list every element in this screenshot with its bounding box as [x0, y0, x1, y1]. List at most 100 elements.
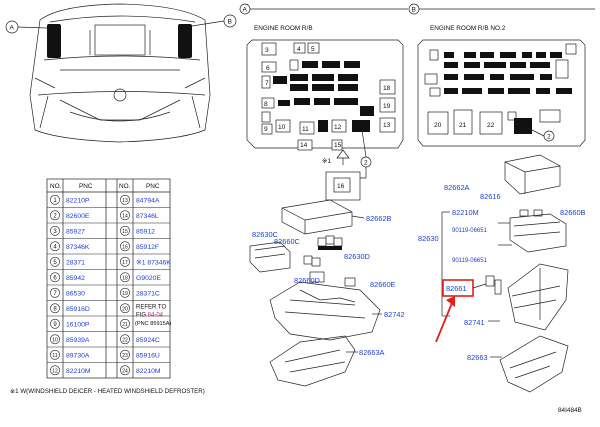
pnc-link[interactable]: 85912 — [136, 228, 155, 235]
highlight-arrowhead — [446, 296, 455, 307]
panel-a: A ENGINE ROOM R/B — [239, 3, 408, 201]
pnc-link[interactable]: 85916D — [66, 306, 90, 313]
part-90119-06651-b: 90119-06651 — [452, 258, 488, 264]
refer-to-label: REFER TO — [136, 305, 166, 311]
pnc-link[interactable]: 85927 — [66, 228, 85, 235]
panel-b: B ENGINE ROOM R/B NO.2 — [408, 3, 595, 147]
row-number-circle — [50, 210, 60, 221]
pnc-link[interactable]: 85916U — [136, 352, 160, 359]
refer-fig-link[interactable]: 84-04 — [148, 313, 164, 319]
pnc-link[interactable]: 85912F — [136, 244, 159, 251]
pnc-link[interactable]: G9020E — [136, 275, 161, 282]
part-82663A: 82663A — [359, 348, 385, 357]
ref-a-18: 18 — [383, 85, 391, 92]
row-number-circle — [50, 334, 60, 345]
row-number-circle — [120, 210, 130, 221]
pnc-link[interactable]: 89730A — [66, 352, 90, 359]
row-number-circle — [50, 241, 60, 252]
svg-text:A: A — [243, 7, 248, 14]
row-number: 20 — [122, 306, 128, 312]
row-number: 2 — [53, 213, 57, 219]
pnc-link[interactable]: 84794A — [136, 197, 160, 204]
pnc-link[interactable]: 86530 — [66, 290, 85, 297]
part-82663: 82663 — [467, 353, 488, 362]
row-number: 24 — [122, 368, 128, 374]
part-82660B: 82660B — [560, 208, 586, 217]
row-number: 16 — [122, 244, 128, 250]
table-header-no-2: NO. — [119, 183, 131, 190]
ref-a-2: 2 — [364, 160, 368, 167]
ref-a-7: 7 — [265, 80, 269, 87]
ref-a-9: 9 — [264, 126, 268, 133]
pnc-link[interactable]: 87346K — [66, 244, 90, 251]
row-number: 6 — [53, 275, 57, 281]
row-number: 22 — [122, 337, 128, 343]
parts-b-illustration — [441, 154, 569, 393]
pnc-link[interactable]: 28371C — [136, 290, 160, 297]
pnc-link[interactable]: 82600E — [66, 213, 90, 220]
part-82742: 82742 — [384, 310, 405, 319]
ref-a-15: 15 — [334, 142, 342, 149]
svg-text:B: B — [228, 19, 233, 26]
ref-a-6: 6 — [266, 65, 270, 72]
pnc-link[interactable]: 82210M — [66, 368, 91, 375]
row-number: 14 — [122, 213, 128, 219]
row-number: 18 — [122, 275, 128, 281]
ref-a-11: 11 — [302, 126, 309, 133]
row-number-circle — [50, 318, 60, 329]
row-number-circle — [50, 349, 60, 360]
callout-b-marker: B — [191, 14, 237, 28]
row-number: 21 — [122, 322, 128, 328]
row-number: 15 — [122, 229, 128, 235]
ref-a-13: 13 — [383, 122, 391, 129]
row-number-circle — [50, 194, 60, 205]
row-number-circle — [120, 303, 130, 314]
part-82616: 82616 — [480, 192, 501, 201]
row-number: 11 — [52, 353, 57, 359]
svg-text:B: B — [412, 7, 417, 14]
part-82661: 82661 — [446, 284, 467, 293]
pnc-link[interactable]: 28371 — [66, 259, 85, 266]
part-82660E: 82660E — [370, 280, 396, 289]
refer-fig: FIG 84-04 — [136, 313, 164, 319]
pnc-link[interactable]: 85939A — [66, 337, 90, 344]
row-number-circle — [50, 272, 60, 283]
pnc-link[interactable]: 85942 — [66, 275, 85, 282]
row-number: 9 — [53, 322, 57, 328]
callout-a-marker: A — [5, 20, 48, 34]
ref-a-16: 16 — [337, 183, 345, 190]
pnc-link[interactable]: 85924C — [136, 337, 160, 344]
ref-b-22: 22 — [487, 122, 495, 129]
row-number: 1 — [53, 198, 57, 204]
pnc-link[interactable]: 82210P — [66, 197, 90, 204]
ref-a-19: 19 — [383, 103, 391, 110]
refer-pnc: (PNC 85915A) — [135, 321, 172, 327]
row-number-circle — [50, 303, 60, 314]
row-number: 10 — [52, 337, 58, 343]
row-number: 19 — [122, 291, 128, 297]
row-number: 8 — [53, 306, 57, 312]
table-header-pnc: PNC — [79, 183, 93, 190]
row-number-circle — [120, 365, 130, 376]
row-number-circle — [120, 194, 130, 205]
row-number: 17 — [122, 260, 128, 266]
ref-a-12: 12 — [334, 124, 342, 131]
pnc-link[interactable]: ※1 87346K — [136, 259, 171, 266]
row-number: 23 — [122, 353, 128, 359]
row-number: 7 — [53, 291, 57, 297]
row-number-circle — [120, 318, 130, 329]
panel-a-title: ENGINE ROOM R/B — [254, 25, 313, 32]
part-82630: 82630 — [418, 234, 439, 243]
row-number-circle — [120, 287, 130, 298]
row-number-circle — [50, 225, 60, 236]
row-number-circle — [120, 241, 130, 252]
highlight-arrow — [435, 302, 453, 343]
pnc-link[interactable]: 16100P — [66, 321, 90, 328]
pnc-link[interactable]: 82210M — [136, 368, 161, 375]
pnc-link[interactable]: 87346L — [136, 213, 159, 220]
ref-a-14: 14 — [300, 142, 308, 149]
row-number: 5 — [53, 260, 57, 266]
ref-a-10: 10 — [278, 124, 286, 131]
